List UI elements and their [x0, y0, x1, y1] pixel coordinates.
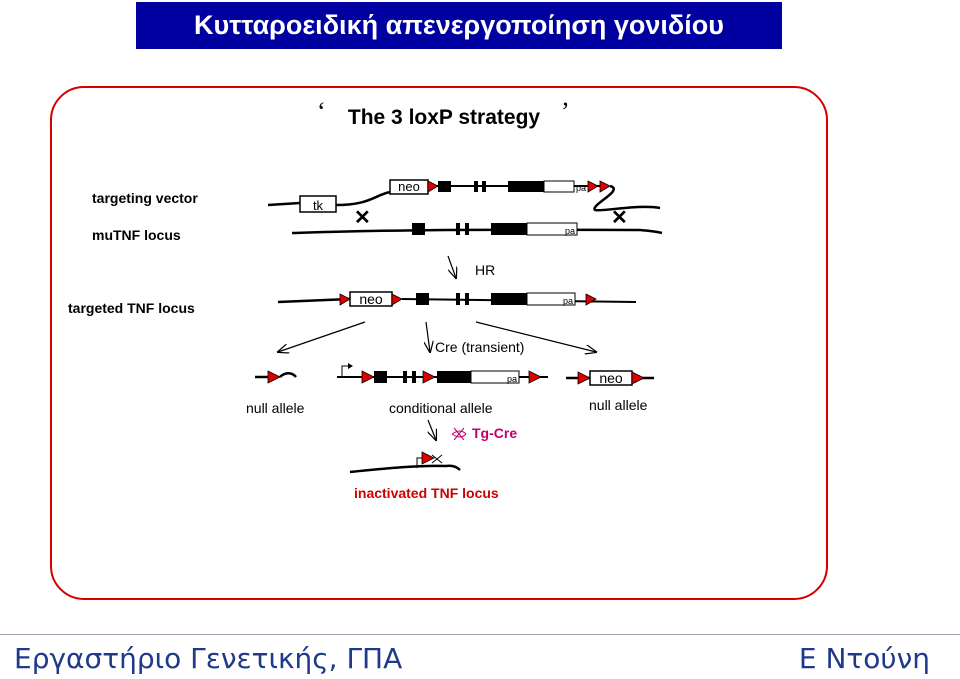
loxp-site — [339, 293, 351, 306]
close-quote: ’ — [561, 97, 570, 126]
recombination-icon — [451, 427, 467, 441]
cre-arrow-right — [475, 321, 596, 352]
diagram-frame — [50, 86, 828, 600]
footer-lab-name: Εργαστήριο Γενετικής, ΓΠΑ — [14, 642, 403, 675]
pa-box — [526, 222, 578, 236]
exon — [456, 293, 460, 305]
loxp-site — [599, 180, 611, 193]
neo-label: neo — [398, 179, 420, 194]
loxp-site — [427, 180, 439, 193]
loxp-site — [422, 370, 436, 384]
loxp-site — [528, 370, 542, 384]
exon — [465, 223, 469, 235]
cre-label: Cre (transient) — [435, 339, 524, 355]
pa-box — [526, 292, 576, 306]
pa-label: pa — [565, 226, 575, 236]
loxp-site — [421, 451, 435, 465]
label-targeting-vector: targeting vector — [92, 190, 198, 206]
null-allele-right: neo — [566, 370, 654, 386]
conditional-allele-label: conditional allele — [389, 400, 493, 416]
pa-label: pa — [507, 374, 517, 384]
cre-arrow-left — [278, 321, 366, 352]
label-targeted-locus: targeted TNF locus — [68, 300, 195, 316]
hr-label: HR — [475, 262, 495, 278]
exon — [474, 181, 478, 192]
diagram-subtitle: The 3 loxP strategy — [348, 106, 541, 129]
loxp-site — [267, 370, 281, 384]
loxp-site — [585, 293, 597, 306]
crossover-marks: ✕ ✕ — [354, 207, 628, 229]
pa-label: pa — [576, 183, 586, 193]
cross-icon: ✕ — [354, 207, 371, 229]
loxp-site — [631, 371, 645, 385]
null-allele-right-label: null allele — [589, 397, 648, 413]
inactivated-locus — [349, 451, 461, 474]
exon — [508, 181, 544, 192]
label-mutnf-locus: muTNF locus — [92, 227, 181, 243]
tk-label: tk — [313, 198, 324, 213]
exon — [437, 371, 471, 383]
exon — [412, 371, 416, 383]
pa-box — [543, 180, 575, 193]
targeting-vector: tk neo pa — [267, 179, 661, 213]
exon — [374, 371, 387, 383]
pa-box — [470, 370, 520, 384]
loxp-site — [391, 293, 403, 306]
tg-cre-label: Tg-Cre — [472, 425, 517, 441]
loxp-site — [587, 180, 599, 193]
pa-label: pa — [563, 296, 573, 306]
null-allele-left-label: null allele — [246, 400, 305, 416]
promoter-arrow — [341, 365, 352, 377]
mutnf-locus: pa — [291, 222, 663, 236]
neo-label: neo — [599, 370, 623, 386]
footer-author: Ε Ντούνη — [798, 642, 930, 675]
neo-label: neo — [359, 291, 383, 307]
exon — [482, 181, 486, 192]
tg-cre-arrow — [427, 419, 436, 440]
cross-icon: ✕ — [611, 207, 628, 229]
exon — [412, 223, 425, 235]
loxp-site — [577, 371, 591, 385]
cre-arrow-middle — [426, 321, 430, 352]
exon — [465, 293, 469, 305]
inactivated-locus-label: inactivated TNF locus — [354, 485, 499, 501]
exon — [416, 293, 429, 305]
exon — [491, 293, 527, 305]
open-quote: ‘ — [317, 97, 326, 126]
footer-divider — [0, 634, 960, 635]
loxp-site — [361, 370, 375, 384]
exon — [456, 223, 460, 235]
exon — [491, 223, 527, 235]
hr-arrow — [447, 255, 456, 278]
targeted-locus: neo pa — [277, 291, 637, 307]
exon — [403, 371, 407, 383]
page-title: Κυτταροειδική απενεργοποίηση γονιδίου — [136, 2, 782, 49]
null-allele-left — [255, 370, 297, 384]
conditional-allele: pa — [337, 363, 548, 384]
exon — [438, 181, 451, 192]
